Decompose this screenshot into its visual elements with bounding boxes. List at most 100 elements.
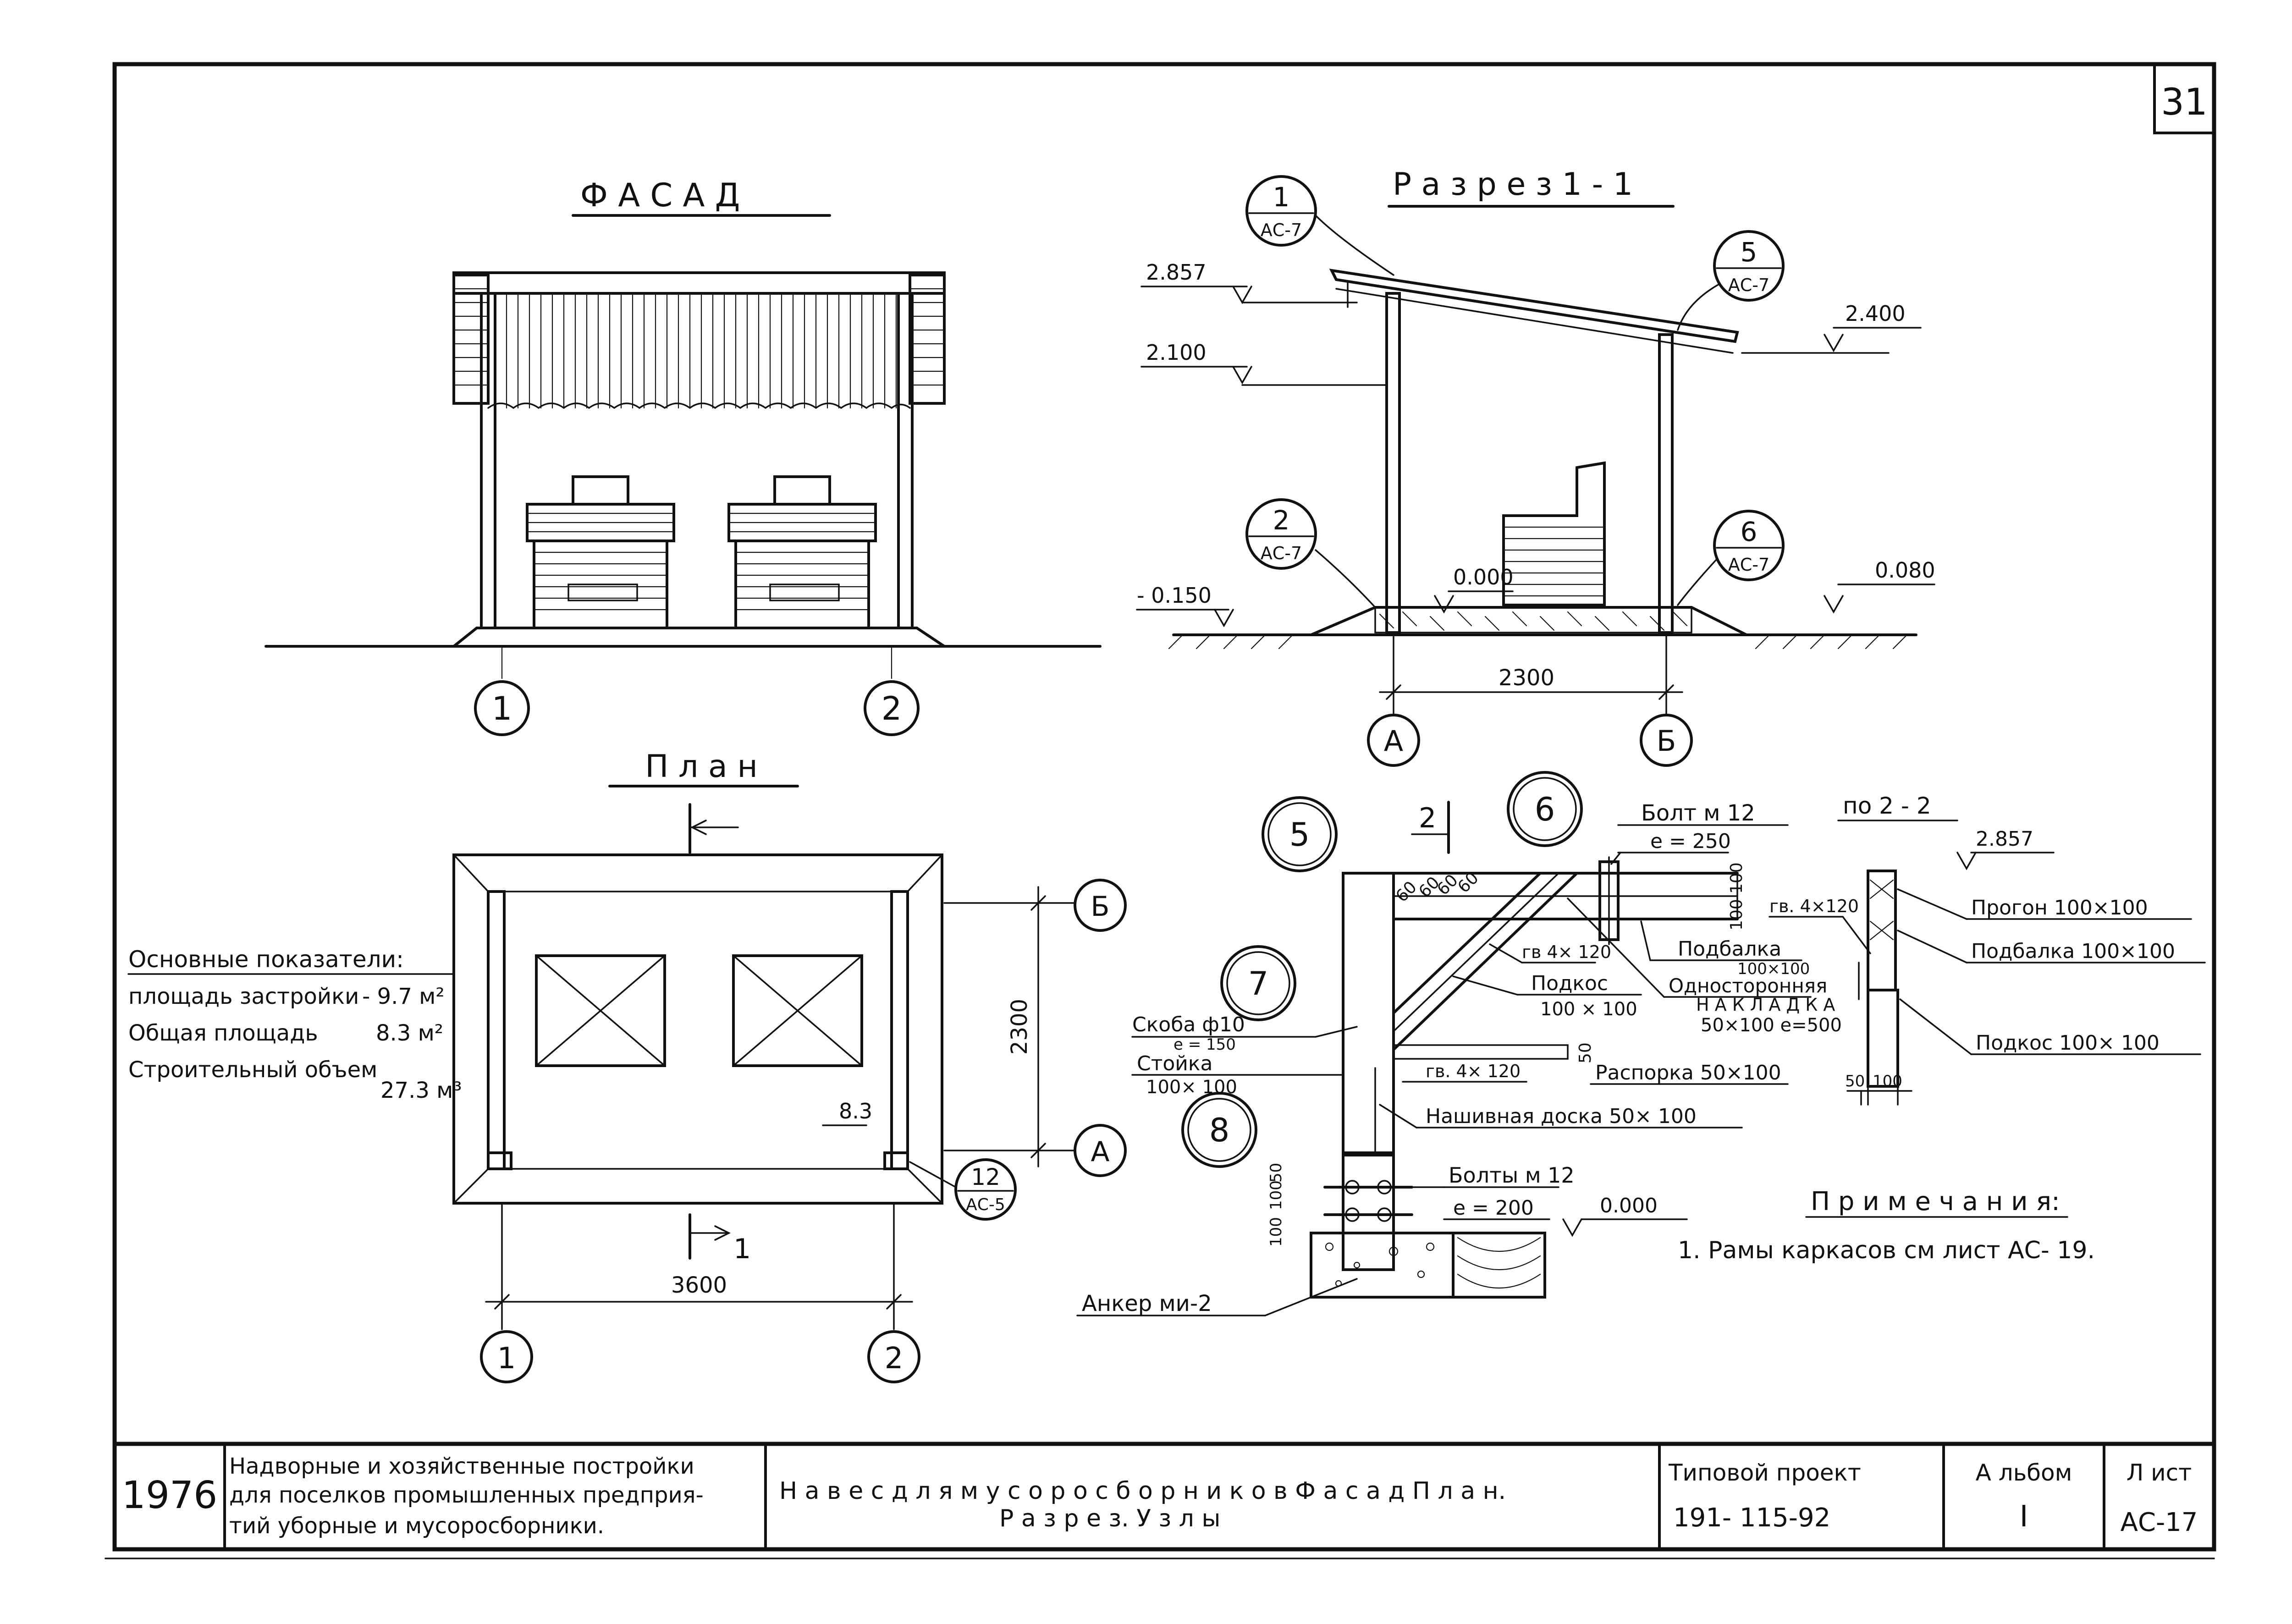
title-project-label: Типовой проект [1668,1459,1861,1486]
callout-1-ac7: 1 АС-7 [1245,175,1394,276]
svg-text:6: 6 [1741,516,1758,547]
note-item-1: 1. Рамы каркасов см лист АС- 19. [1678,1237,2095,1264]
svg-text:12: 12 [971,1164,1000,1190]
node-label-bracket: Скоба ф10 [1132,1013,1245,1036]
svg-text:- 0.150: - 0.150 [1137,583,1212,608]
title-series-line-1: Надворные и хозяйственные постройки [229,1453,694,1479]
plan-dim-width: 3600 [671,1272,727,1298]
indicator-label-2: Строительный объем [128,1057,377,1083]
svg-text:гв. 4×120: гв. 4×120 [1769,896,1859,916]
section-axis-a: А [1384,724,1403,758]
plan-cut-1: 1 [733,1233,751,1265]
section-axis-b: Б [1657,724,1676,758]
plan-dim-depth: 2300 [1007,999,1032,1055]
section-1-1-view: Р а з р е з 1 - 1 [1136,166,1935,767]
main-indicators: Основные показатели: площадь застройки -… [127,946,462,1103]
svg-text:е = 150: е = 150 [1174,1035,1236,1054]
indicators-heading: Основные показатели: [128,946,404,973]
svg-text:2.857: 2.857 [1976,827,2033,851]
svg-text:1: 1 [1273,182,1290,213]
notes-block: П р и м е ч а н и я: 1. Рамы каркасов см… [1678,1187,2095,1264]
svg-text:60: 60 [1392,878,1420,906]
sheet-number-box [2153,63,2215,134]
facade-view: Ф А С А Д [264,176,1102,736]
node-5: 5 [1289,816,1310,853]
title-drawing-name-2: Р а з р е з. У з л ы [999,1505,1220,1532]
indicator-value-2: 27.3 м³ [380,1078,462,1103]
title-project-number: 191- 115-92 [1673,1503,1830,1533]
plan-area-label: 8.3 [839,1099,872,1123]
section-2-2-subbeam: Подбалка 100×100 [1971,940,2175,963]
waste-bin-left [526,475,675,629]
section-2-2-brace: Подкос 100× 100 [1976,1031,2160,1055]
svg-text:100: 100 [1267,1180,1285,1210]
svg-text:50×100 е=500: 50×100 е=500 [1701,1015,1842,1036]
svg-text:АС-7: АС-7 [1261,220,1302,240]
svg-text:Односторонняя: Односторонняя [1669,974,1827,997]
svg-text:АС-7: АС-7 [1728,555,1769,575]
svg-text:5: 5 [1741,237,1758,268]
title-year: 1976 [122,1474,218,1517]
callout-5-ac7: 5 АС-7 [1677,230,1785,331]
title-drawing-name-1: Н а в е с д л я м у с о р о с б о р н и … [779,1477,1506,1505]
section-1-1-title: Р а з р е з 1 - 1 [1393,166,1633,203]
svg-text:50: 50 [1576,1042,1595,1063]
svg-text:е = 200: е = 200 [1453,1196,1534,1220]
node-label-gv120: гв 4× 120 [1522,942,1611,962]
svg-text:2.400: 2.400 [1845,301,1906,326]
node-section-mark: 2 [1419,802,1436,834]
indicator-label-1: Общая площадь [128,1020,318,1046]
level-mark-2100: 2.100 [1140,340,1388,386]
sheet-number: 31 [2161,81,2208,123]
level-mark-0150: - 0.150 [1136,583,1234,628]
node-label-anchor: Анкер ми-2 [1082,1291,1212,1316]
level-mark-0080: 0.080 [1824,558,1935,614]
plan-axis-1: 1 [497,1342,516,1376]
plan-axis-2: 2 [885,1342,904,1376]
facade-axis-2: 2 [882,690,902,727]
title-series-line-2: для поселков промышленных предприя- [229,1482,704,1508]
facade-title: Ф А С А Д [580,176,740,214]
node-label-post: Стойка [1137,1052,1212,1075]
svg-text:0.000: 0.000 [1600,1194,1658,1217]
svg-text:гв. 4× 120: гв. 4× 120 [1426,1061,1521,1081]
level-mark-2400: 2.400 [1741,301,1922,354]
section-span-dim: 2300 [1499,665,1554,691]
svg-text:100 × 100: 100 × 100 [1540,999,1637,1020]
indicator-value-0: - 9.7 м² [362,984,445,1009]
title-album-label: А льбом [1976,1459,2072,1486]
svg-text:100×100: 100×100 [1737,960,1810,978]
plan-axis-a: А [1091,1136,1109,1168]
nodes-detail: 5 6 7 8 2 60 60 60 60 100 100 5 [1076,771,1842,1316]
node-8: 8 [1209,1112,1230,1149]
level-mark-0000: 0.000 [1434,565,1514,614]
level-mark-2857: 2.857 [1140,260,1358,304]
callout-2-ac7: 2 АС-7 [1245,498,1376,608]
svg-text:0.000: 0.000 [1453,565,1514,589]
svg-text:50: 50 [1845,1072,1865,1090]
facade-axis-1: 1 [492,690,512,727]
svg-text:АС-7: АС-7 [1261,543,1302,563]
plan-axis-b: Б [1091,891,1109,923]
title-sheet-code: АС-17 [2121,1508,2198,1537]
sheet-frame [112,62,2216,1552]
node-label-bolt-m12: Болт м 12 [1641,800,1755,826]
callout-6-ac7: 6 АС-7 [1677,510,1785,606]
waste-bin-right [727,475,877,629]
section-2-2-title: по 2 - 2 [1843,793,1931,819]
svg-text:АС-7: АС-7 [1728,275,1769,295]
node-label-board: Нашивная доска 50× 100 [1426,1105,1697,1128]
section-2-2-view: по 2 - 2 2.857 гв. 4×120 Прогон 100×100 … [1769,793,2206,1106]
svg-text:50: 50 [1267,1163,1285,1183]
node-label-brace: Подкос [1531,972,1608,995]
svg-text:2.857: 2.857 [1146,260,1207,285]
svg-text:100: 100 [1267,1217,1285,1247]
svg-text:Н А К Л А Д К А: Н А К Л А Д К А [1696,995,1835,1015]
title-series-line-3: тий уборные и мусоросборники. [229,1513,604,1539]
svg-text:100× 100: 100× 100 [1146,1077,1237,1098]
node-label-strut: Распорка 50×100 [1595,1061,1781,1085]
indicator-label-0: площадь застройки [128,984,359,1009]
svg-text:100: 100 [1873,1072,1902,1090]
svg-text:е = 250: е = 250 [1650,830,1731,853]
